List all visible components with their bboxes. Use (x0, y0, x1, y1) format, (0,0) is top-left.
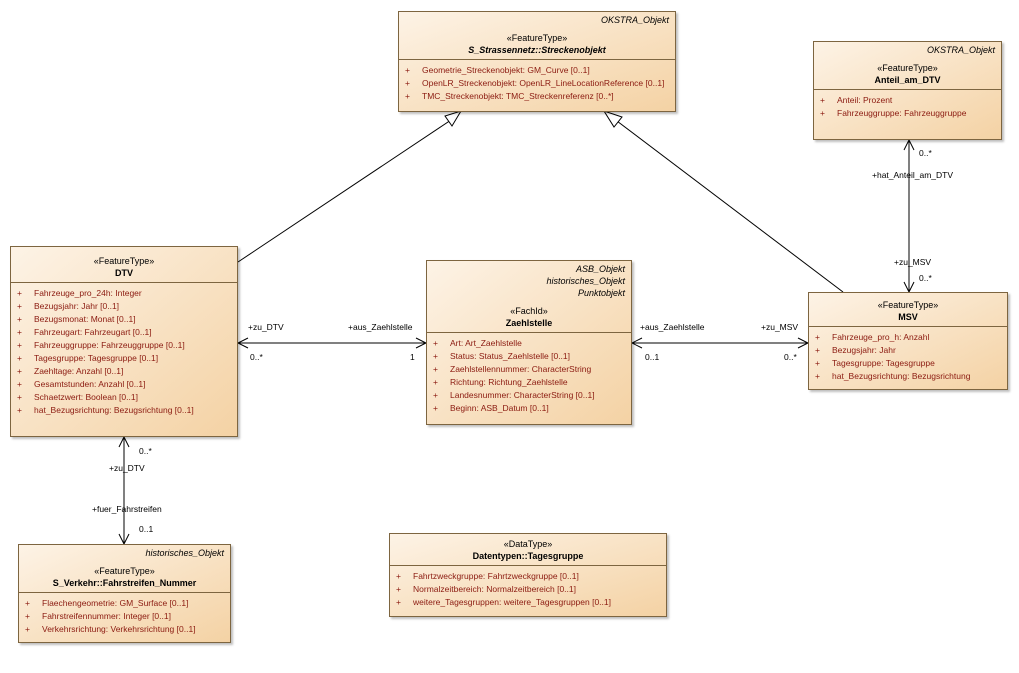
class-fahrstreifen-nummer[interactable]: historisches_Objekt «FeatureType» S_Verk… (18, 544, 231, 643)
attribute-list: +Anteil: Prozent +Fahrzeuggruppe: Fahrze… (814, 90, 1001, 124)
attribute[interactable]: +Fahrzeuggruppe: Fahrzeuggruppe (820, 108, 967, 118)
multiplicity-label: 0..* (139, 446, 152, 456)
attribute[interactable]: +Landesnummer: CharacterString [0..1] (433, 390, 595, 400)
class-name: Datentypen::Tagesgruppe (472, 551, 584, 561)
attribute[interactable]: +Gesamtstunden: Anzahl [0..1] (17, 379, 146, 389)
attribute[interactable]: +Fahrtzweckgruppe: Fahrtzweckgruppe [0..… (396, 571, 579, 581)
attribute[interactable]: +TMC_Streckenobjekt: TMC_Streckenreferen… (405, 91, 614, 101)
generalization-arrow-msv (602, 110, 623, 128)
attribute[interactable]: +hat_Bezugsrichtung: Bezugsrichtung [0..… (17, 405, 194, 415)
nav-arrow-zaehlstelle-right (630, 337, 643, 349)
tagged-value: historisches_Objekt (546, 276, 625, 286)
stereotype: «FeatureType» (94, 566, 155, 576)
attribute[interactable]: +Richtung: Richtung_Zaehlstelle (433, 377, 568, 387)
attribute[interactable]: +Art: Art_Zaehlstelle (433, 338, 522, 348)
multiplicity-label: 0..* (784, 352, 797, 362)
multiplicity-label: 0..* (919, 148, 932, 158)
attribute[interactable]: +hat_Bezugsrichtung: Bezugsrichtung (815, 371, 971, 381)
class-anteil-am-dtv[interactable]: OKSTRA_Objekt «FeatureType» Anteil_am_DT… (813, 41, 1002, 140)
attribute[interactable]: +Fahrzeuge_pro_h: Anzahl (815, 332, 930, 342)
stereotype: «DataType» (503, 539, 553, 549)
stereotype: «FeatureType» (877, 300, 939, 310)
attribute-list: +Fahrzeuge_pro_24h: Integer +Bezugsjahr:… (11, 283, 237, 421)
attribute[interactable]: +weitere_Tagesgruppen: weitere_Tagesgrup… (396, 597, 611, 607)
attribute[interactable]: +Zaehltage: Anzahl [0..1] (17, 366, 124, 376)
attribute[interactable]: +OpenLR_Streckenobjekt: OpenLR_LineLocat… (405, 78, 665, 88)
class-header: OKSTRA_Objekt «FeatureType» S_Strassenne… (399, 12, 675, 60)
attribute[interactable]: +Tagesgruppe: Tagesgruppe (815, 358, 935, 368)
class-name: MSV (898, 312, 918, 322)
attribute[interactable]: +Status: Status_Zaehlstelle [0..1] (433, 351, 571, 361)
tagged-value: Punktobjekt (577, 288, 625, 298)
nav-arrow-anteil (903, 138, 915, 151)
nav-arrow-dtv (236, 337, 249, 349)
stereotype: «FeatureType» (93, 256, 155, 266)
tagged-value: OKSTRA_Objekt (600, 15, 669, 25)
class-name: S_Strassennetz::Streckenobjekt (468, 45, 606, 55)
class-tagesgruppe[interactable]: «DataType» Datentypen::Tagesgruppe +Fahr… (389, 533, 667, 617)
role-label: +zu_MSV (761, 322, 799, 332)
attribute[interactable]: +Bezugsjahr: Jahr [0..1] (17, 301, 120, 311)
generalization-dtv (237, 117, 455, 263)
class-zaehlstelle[interactable]: ASB_Objekt historisches_Objekt Punktobje… (426, 260, 632, 425)
attribute[interactable]: +Zaehlstellennummer: CharacterString (433, 364, 592, 374)
multiplicity-label: 1 (410, 352, 415, 362)
attribute-list: +Geometrie_Streckenobjekt: GM_Curve [0..… (399, 60, 675, 107)
nav-arrow-dtv-bottom (118, 435, 130, 448)
role-label: +aus_Zaehlstelle (348, 322, 413, 332)
class-name: DTV (115, 268, 133, 278)
tagged-value: OKSTRA_Objekt (926, 45, 995, 55)
class-header: «FeatureType» DTV (11, 247, 237, 283)
attribute[interactable]: +Fahrzeuge_pro_24h: Integer (17, 288, 142, 298)
role-label: +hat_Anteil_am_DTV (872, 170, 954, 180)
class-name: Anteil_am_DTV (874, 75, 941, 85)
role-label: +zu_DTV (248, 322, 284, 332)
attribute[interactable]: +Normalzeitbereich: Normalzeitbereich [0… (396, 584, 576, 594)
class-header: «FeatureType» MSV (809, 293, 1007, 327)
attribute[interactable]: +Schaetzwert: Boolean [0..1] (17, 392, 138, 402)
attribute-list: +Fahrzeuge_pro_h: Anzahl +Bezugsjahr: Ja… (809, 327, 1007, 387)
class-name: S_Verkehr::Fahrstreifen_Nummer (52, 578, 197, 588)
stereotype: «FachId» (510, 306, 548, 316)
tagged-value: historisches_Objekt (145, 548, 224, 558)
class-dtv[interactable]: «FeatureType» DTV +Fahrzeuge_pro_24h: In… (10, 246, 238, 437)
attribute[interactable]: +Fahrzeugart: Fahrzeugart [0..1] (17, 327, 152, 337)
attribute-list: +Fahrtzweckgruppe: Fahrtzweckgruppe [0..… (390, 566, 666, 613)
attribute[interactable]: +Beginn: ASB_Datum [0..1] (433, 403, 549, 413)
class-header: OKSTRA_Objekt «FeatureType» Anteil_am_DT… (814, 42, 1001, 90)
role-label: +fuer_Fahrstreifen (92, 504, 162, 514)
attribute[interactable]: +Anteil: Prozent (820, 95, 893, 105)
class-header: «DataType» Datentypen::Tagesgruppe (390, 534, 666, 566)
stereotype: «FeatureType» (506, 33, 568, 43)
stereotype: «FeatureType» (877, 63, 938, 73)
attribute[interactable]: +Bezugsmonat: Monat [0..1] (17, 314, 136, 324)
class-streckenobjekt[interactable]: OKSTRA_Objekt «FeatureType» S_Strassenne… (398, 11, 676, 112)
attribute[interactable]: +Tagesgruppe: Tagesgruppe [0..1] (17, 353, 159, 363)
class-header: ASB_Objekt historisches_Objekt Punktobje… (427, 261, 631, 333)
class-header: historisches_Objekt «FeatureType» S_Verk… (19, 545, 230, 593)
class-name: Zaehlstelle (505, 318, 553, 328)
multiplicity-label: 0..1 (645, 352, 660, 362)
multiplicity-label: 0..1 (139, 524, 154, 534)
role-label: +zu_MSV (894, 257, 932, 267)
role-label: +aus_Zaehlstelle (640, 322, 705, 332)
attribute[interactable]: +Flaechengeometrie: GM_Surface [0..1] (25, 598, 189, 608)
attribute[interactable]: +Geometrie_Streckenobjekt: GM_Curve [0..… (405, 65, 590, 75)
multiplicity-label: 0..* (919, 273, 932, 283)
attribute-list: +Flaechengeometrie: GM_Surface [0..1] +F… (19, 593, 230, 640)
tagged-value: ASB_Objekt (575, 264, 625, 274)
generalization-msv (612, 117, 844, 293)
multiplicity-label: 0..* (250, 352, 263, 362)
attribute[interactable]: +Fahrzeuggruppe: Fahrzeuggruppe [0..1] (17, 340, 185, 350)
attribute-list: +Art: Art_Zaehlstelle +Status: Status_Za… (427, 333, 631, 419)
attribute[interactable]: +Fahrstreifennummer: Integer [0..1] (25, 611, 171, 621)
class-msv[interactable]: «FeatureType» MSV +Fahrzeuge_pro_h: Anza… (808, 292, 1008, 390)
role-label: +zu_DTV (109, 463, 145, 473)
generalization-arrow-dtv (444, 110, 463, 127)
attribute[interactable]: +Verkehrsrichtung: Verkehrsrichtung [0..… (25, 624, 196, 634)
attribute[interactable]: +Bezugsjahr: Jahr (815, 345, 896, 355)
